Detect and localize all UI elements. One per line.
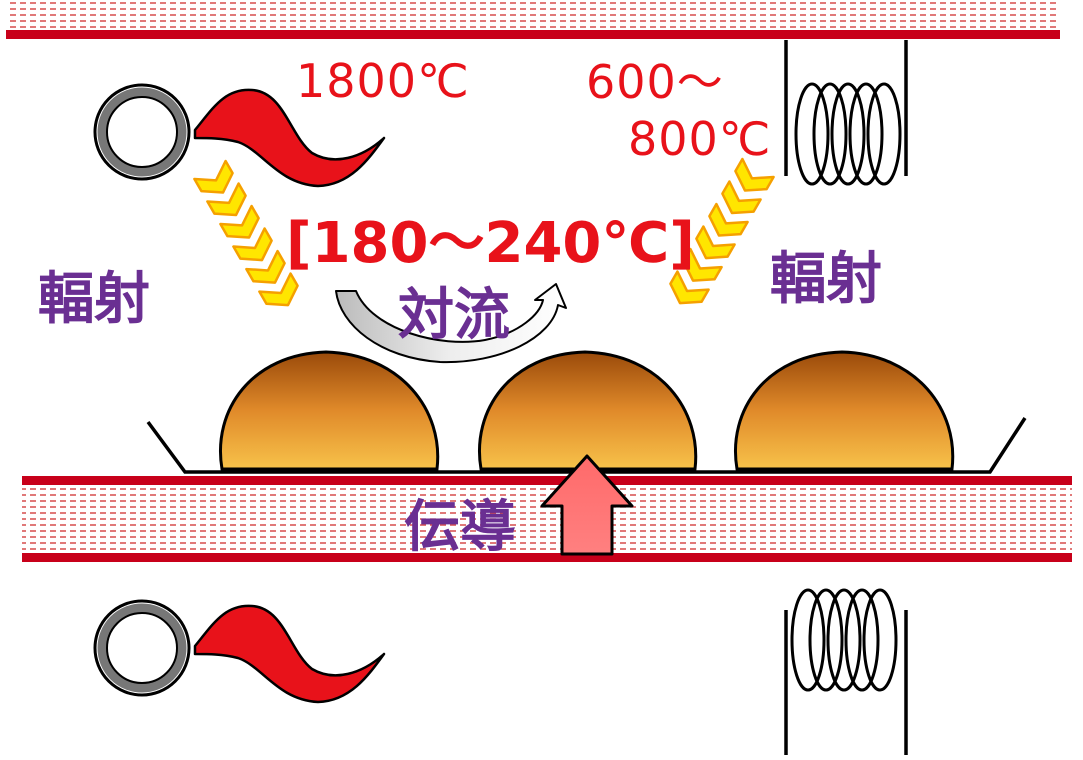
convection-label: 対流 [398,283,510,348]
lamp-ring-icon [93,83,191,181]
flame-icon [193,88,386,188]
bottom-plate [22,476,1072,562]
bread-loaf [734,350,955,471]
radiation-label-right: 輻射 [770,247,882,312]
radiant-lamp-bottom [93,599,386,704]
radiant-lamp-top [93,83,386,188]
lamp-ring-icon [93,599,191,697]
coil-temperature-line2: 800℃ [628,112,772,166]
radiation-label-left: 輻射 [38,267,150,332]
convection-arrow [335,283,567,364]
flame-icon [193,604,386,704]
bread-loaves [219,350,955,471]
oven-temperature-range: [180～240℃] [286,211,695,276]
conduction-label: 伝導 [404,495,516,560]
lamp-temperature: 1800℃ [296,54,470,108]
heating-coil-top [784,40,908,186]
coil-temperature-line1: 600～ [586,55,724,109]
top-plate [6,0,1060,39]
bread-loaf [478,350,698,471]
bread-loaf [219,350,440,471]
conduction-arrow [540,454,634,556]
heating-coil-bottom [784,588,908,755]
